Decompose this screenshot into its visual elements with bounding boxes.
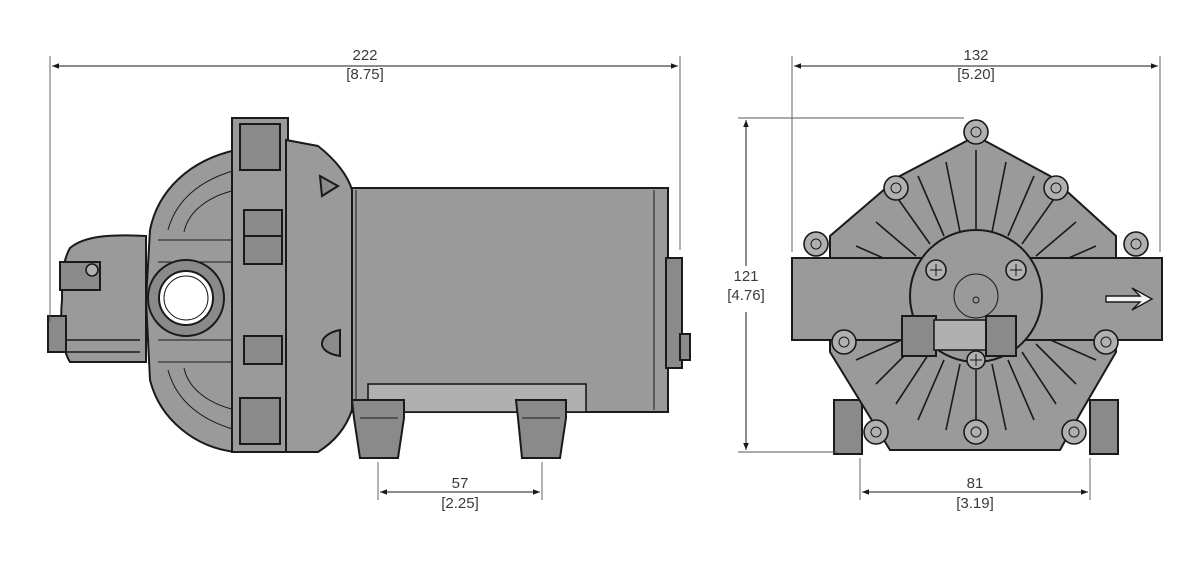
dim-overall-width-in: [5.20]	[957, 66, 995, 83]
rubber-foot-left	[350, 399, 405, 459]
dim-overall-length-in: [8.75]	[346, 66, 384, 83]
dim-mount-width: 81 [3.19]	[859, 458, 1091, 512]
dim-foot-spacing: 57 [2.25]	[377, 462, 543, 512]
pump-flange	[231, 117, 289, 453]
motor-housing	[345, 187, 669, 413]
dim-overall-height-mm: 121	[733, 268, 758, 285]
dim-foot-spacing-mm: 57	[452, 475, 469, 492]
rubber-foot-right	[514, 399, 567, 459]
dim-overall-length-mm: 222	[352, 47, 377, 64]
front-foot-right	[1089, 399, 1119, 455]
front-foot-left	[833, 399, 863, 455]
housing-screws	[803, 119, 1149, 445]
inlet-port-housing	[60, 234, 147, 363]
inlet-fitting	[47, 315, 67, 353]
motor-end-cap	[665, 257, 683, 369]
side-view-pump	[47, 117, 691, 459]
dim-foot-spacing-in: [2.25]	[441, 495, 479, 512]
motor-adapter-housing	[285, 138, 353, 453]
dim-overall-length: 222 [8.75]	[49, 47, 681, 322]
dim-overall-width-mm: 132	[963, 47, 988, 64]
dim-overall-width: 132 [5.20]	[791, 47, 1161, 252]
flow-direction-arrow	[1105, 287, 1154, 311]
front-view-pump	[791, 119, 1163, 455]
dim-mount-width-mm: 81	[967, 475, 984, 492]
dim-overall-height-in: [4.76]	[727, 287, 765, 304]
dim-mount-width-in: [3.19]	[956, 495, 994, 512]
dim-overall-height: 121 [4.76]	[727, 117, 964, 453]
terminal-block	[901, 315, 937, 357]
